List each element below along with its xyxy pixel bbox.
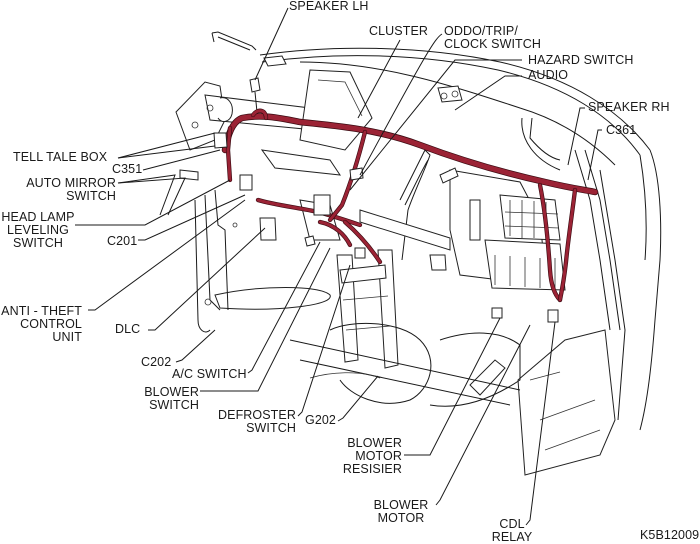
label-dlc: DLC: [115, 322, 141, 336]
label-c361: C361: [606, 123, 637, 137]
label-g202: G202: [305, 413, 336, 427]
label-speaker-lh: SPEAKER LH: [289, 0, 369, 13]
label-anti-theft-control-unit: ANTI - THEFT CONTROL UNIT: [1, 304, 82, 344]
label-auto-mirror-switch: AUTO MIRROR SWITCH: [26, 176, 116, 203]
label-cluster: CLUSTER: [369, 24, 429, 38]
label-blower-motor: BLOWER MOTOR: [373, 498, 429, 525]
label-blower-switch: BLOWER SWITCH: [144, 385, 199, 412]
label-cdl-relay: CDL RELAY: [491, 517, 533, 544]
leader-lines: [75, 7, 602, 526]
label-tell-tale-box: TELL TALE BOX: [13, 150, 108, 164]
label-c201: C201: [107, 234, 138, 248]
label-ac-switch: A/C SWITCH: [172, 367, 247, 381]
steering-column: [175, 55, 316, 151]
label-c351: C351: [112, 162, 143, 176]
figure-id: K5B12009: [640, 528, 700, 542]
label-speaker-rh: SPEAKER RH: [588, 100, 670, 114]
label-hazard-switch: HAZARD SWITCH: [528, 53, 634, 67]
label-c202: C202: [141, 355, 172, 369]
dashboard-structure: [211, 31, 662, 476]
hvac-unit: [439, 167, 566, 291]
label-oddo-trip-clock-switch: ODDO/TRIP/ CLOCK SWITCH: [444, 24, 542, 51]
label-audio: AUDIO: [528, 68, 569, 82]
label-defroster-switch: DEFROSTER SWITCH: [218, 408, 296, 435]
label-head-lamp-leveling-switch: HEAD LAMP LEVELING SWITCH: [1, 210, 75, 250]
label-blower-motor-resisier: BLOWER MOTOR RESISIER: [342, 436, 402, 476]
components: [179, 85, 559, 323]
